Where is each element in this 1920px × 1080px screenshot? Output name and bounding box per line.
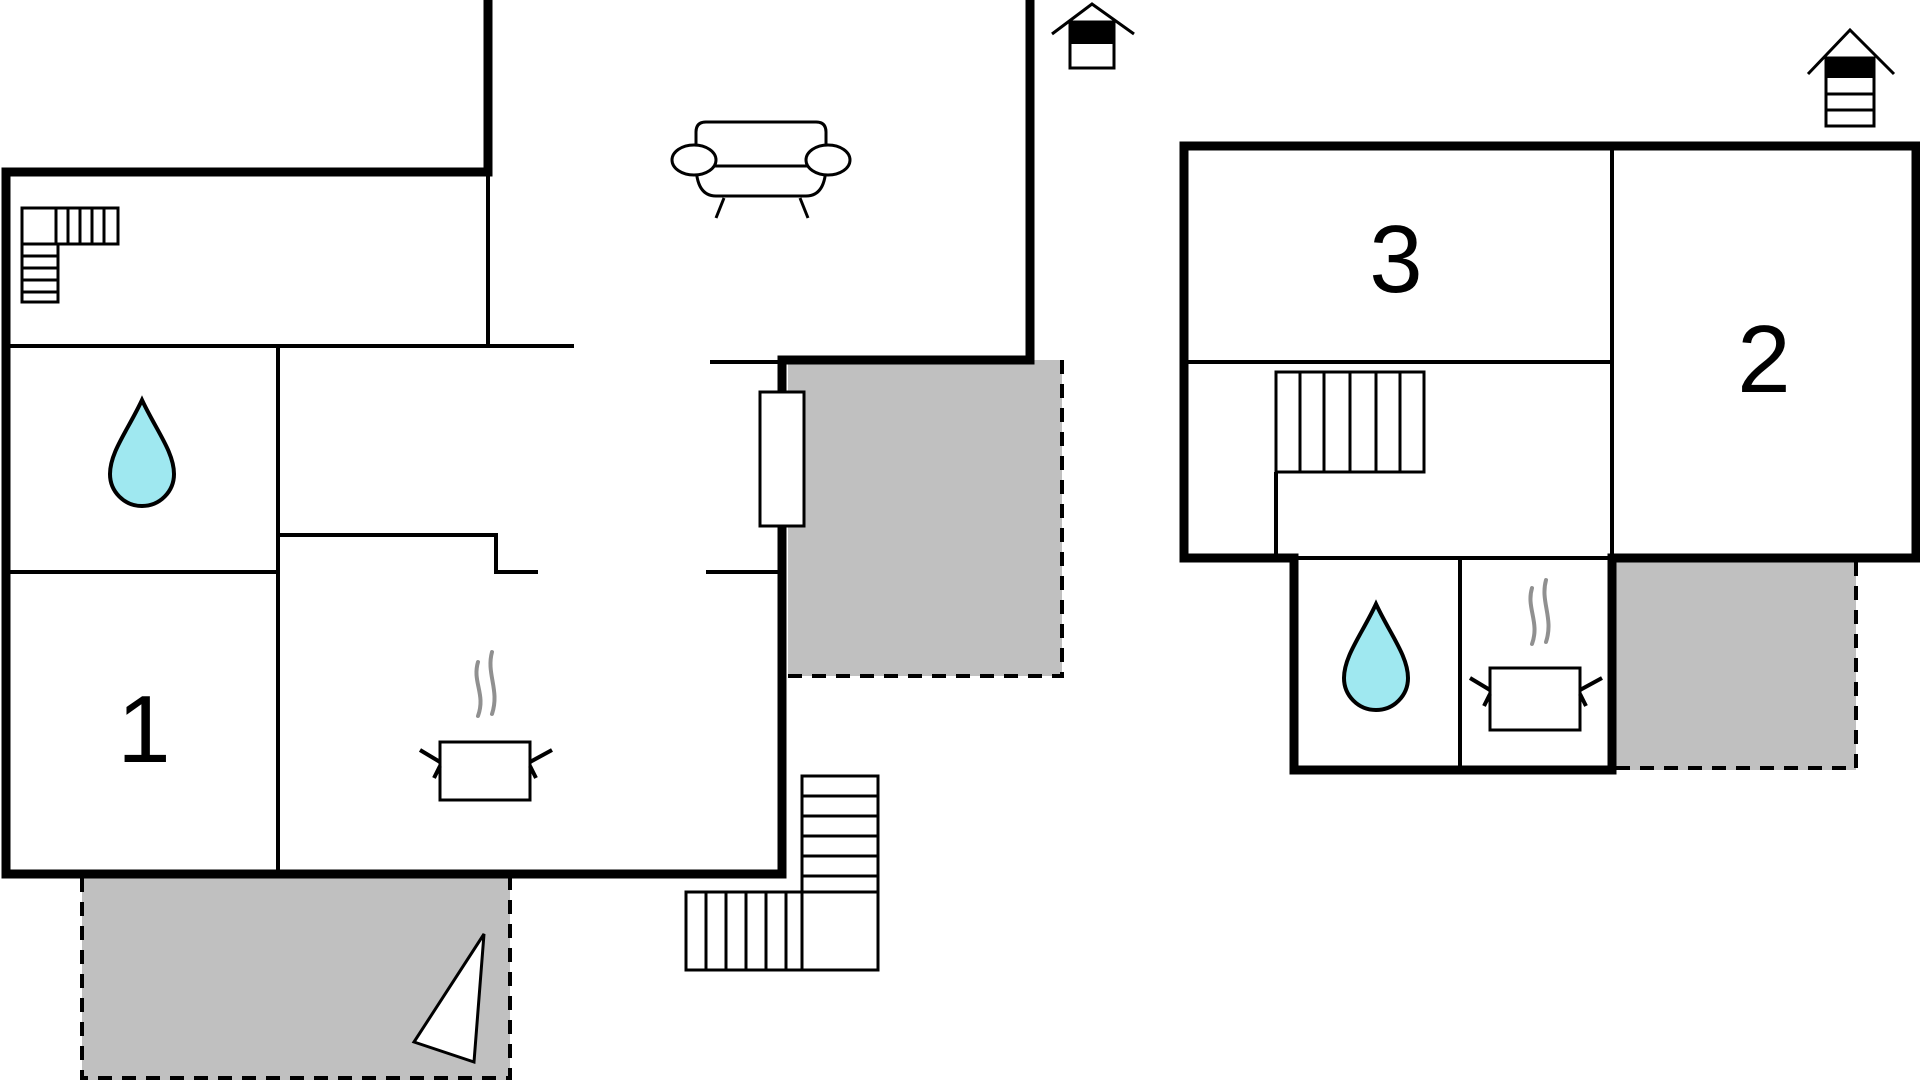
bathroom-drop-icon [107, 395, 177, 508]
staircase-icon [1274, 370, 1426, 474]
sunshade-icon [411, 933, 486, 1065]
terrace-right [788, 360, 1064, 678]
fireplace-icon [758, 390, 806, 528]
outdoor-stairs-icon [684, 774, 880, 972]
left-building-interior-walls [6, 172, 782, 874]
room-number-3: 3 [1369, 206, 1422, 313]
bathroom-drop-icon [1341, 599, 1411, 712]
kitchen-pot-icon [1468, 578, 1603, 732]
sofa-icon [670, 120, 852, 219]
staircase-icon [20, 206, 120, 304]
kitchen-pot-icon [418, 650, 553, 802]
left-building-walls [1, 0, 1035, 879]
right-building-walls [1179, 141, 1920, 775]
outdoor-entrance-icon [1051, 2, 1135, 70]
right-building-interior-walls [1184, 146, 1614, 770]
room-number-2: 2 [1737, 306, 1790, 413]
room-number-1: 1 [117, 676, 170, 783]
outdoor-entrance-icon [1806, 27, 1896, 128]
terrace-right-building [1616, 562, 1858, 770]
